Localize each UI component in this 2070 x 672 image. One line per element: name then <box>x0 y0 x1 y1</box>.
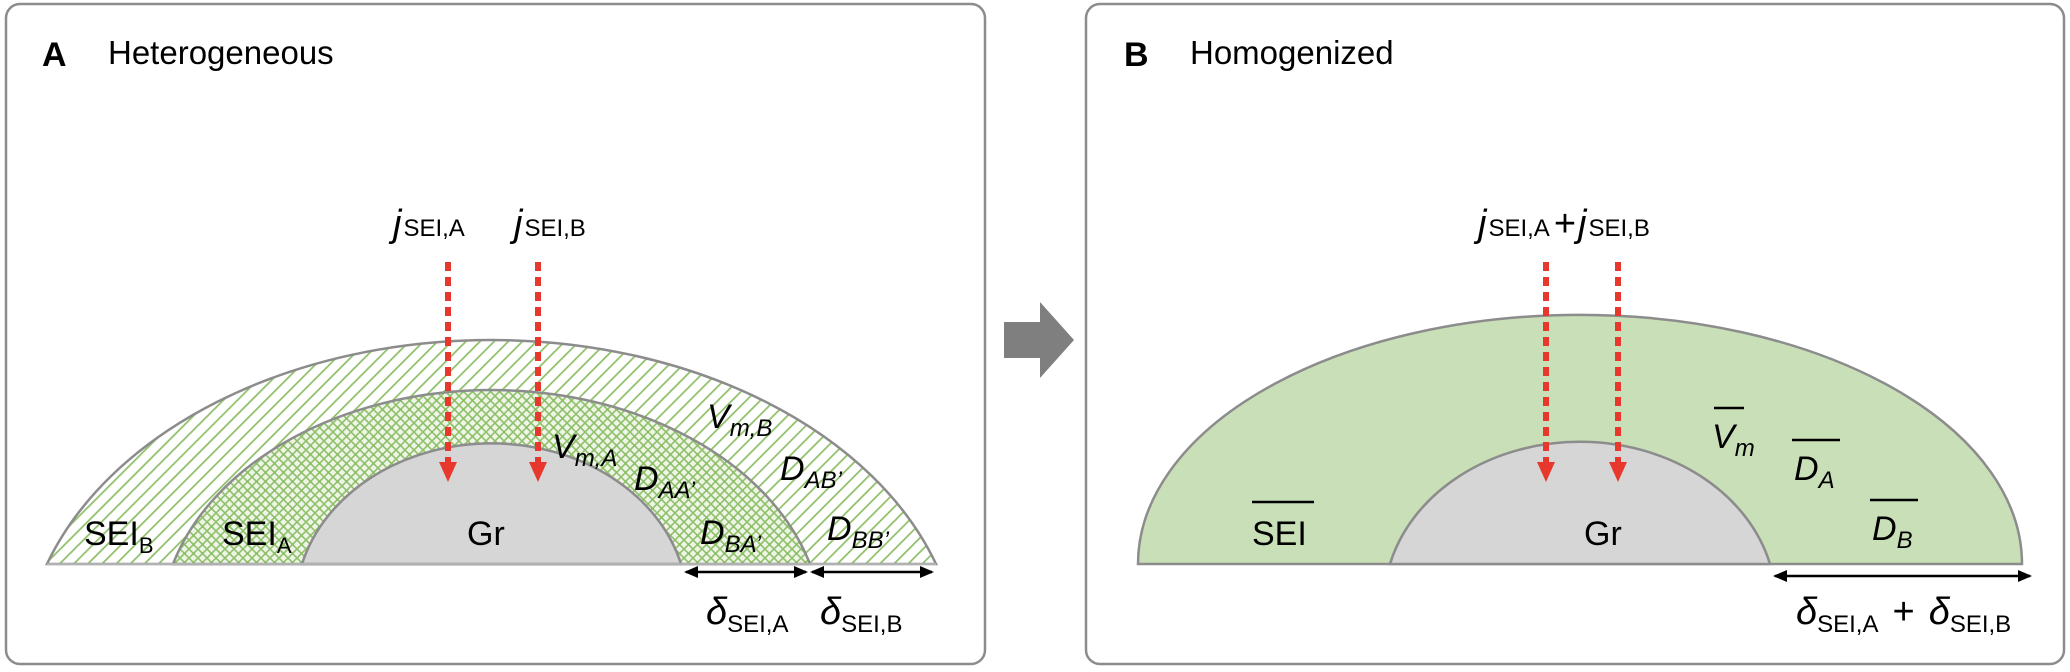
flux-b-arrowhead <box>529 462 547 482</box>
panel-a-letter: A <box>42 36 67 74</box>
sei-b-label: SEIB <box>84 515 154 558</box>
d-ba-label: DBA’ <box>700 514 762 558</box>
sei-a-label: SEIA <box>222 515 292 558</box>
d-ab-label: DAB’ <box>780 450 843 494</box>
d-a-label: DA <box>1794 450 1835 494</box>
homogenized-sei-layer <box>1136 313 2024 566</box>
flux-a-arrowhead-b <box>1537 462 1555 482</box>
d-bb-label: DBB’ <box>827 510 890 554</box>
delta-b-label: δSEI,B <box>820 591 902 638</box>
panel-a-title: Heterogeneous <box>108 34 334 71</box>
vm-a-label: Vm,A <box>552 428 617 472</box>
graphite-core-b <box>1388 440 1772 566</box>
flux-a-arrowhead <box>439 462 457 482</box>
graphite-core <box>300 442 683 566</box>
d-aa-label: DAA’ <box>634 460 696 504</box>
panel-a: A Heterogeneous jSEI,A jSEI,B SEIB SEIA … <box>4 2 987 666</box>
vm-label: Vm <box>1712 418 1755 462</box>
core-label-b: Gr <box>1584 515 1622 553</box>
transition-arrow-icon <box>1004 302 1074 378</box>
panel-b-title: Homogenized <box>1190 34 1394 71</box>
vm-b-label: Vm,B <box>707 398 772 442</box>
delta-a-label: δSEI,A <box>706 591 788 638</box>
sei-label: SEI <box>1252 515 1307 553</box>
delta-sum-label: δSEI,A+δSEI,B <box>1796 591 2011 638</box>
core-label: Gr <box>467 515 505 553</box>
flux-b-arrowhead-b <box>1609 462 1627 482</box>
flux-b-label: jSEI,B <box>509 203 586 245</box>
d-b-label: DB <box>1872 510 1913 554</box>
flux-sum-label: jSEI,A+jSEI,B <box>1473 203 1650 245</box>
panel-b-letter: B <box>1124 36 1149 74</box>
panel-b: B Homogenized jSEI,A+jSEI,B SEI Gr Vm DA… <box>1084 2 2066 666</box>
